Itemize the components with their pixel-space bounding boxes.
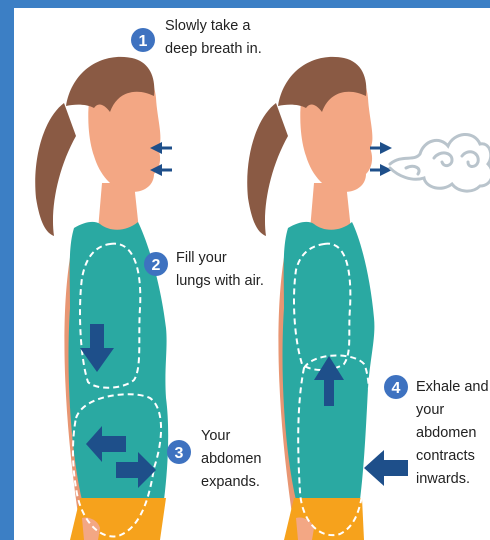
step-2-text: Fill your lungs with air. bbox=[176, 250, 264, 289]
step-4-badge: 4 bbox=[384, 375, 408, 399]
woman-exhaling-figure bbox=[247, 57, 374, 540]
arrow-left-icon bbox=[364, 450, 408, 486]
step-2-badge: 2 bbox=[144, 252, 168, 276]
svg-text:Exhale and: Exhale and bbox=[416, 379, 489, 395]
svg-text:Fill your: Fill your bbox=[176, 250, 227, 266]
svg-text:expands.: expands. bbox=[201, 474, 260, 490]
breathing-infographic: 1 2 3 4 Slowly take a deep breath in. Fi… bbox=[14, 8, 490, 540]
svg-text:4: 4 bbox=[392, 380, 401, 397]
step-1-badge: 1 bbox=[131, 28, 155, 52]
breath-cloud-icon bbox=[390, 134, 490, 191]
svg-text:abdomen: abdomen bbox=[416, 425, 476, 441]
svg-text:inwards.: inwards. bbox=[416, 471, 470, 487]
arrows-right-icon bbox=[370, 148, 386, 170]
svg-text:your: your bbox=[416, 402, 444, 418]
svg-text:3: 3 bbox=[175, 445, 184, 462]
step-4-text: Exhale and your abdomen contracts inward… bbox=[416, 379, 489, 487]
svg-text:Slowly take a: Slowly take a bbox=[165, 18, 251, 34]
svg-text:1: 1 bbox=[139, 33, 148, 50]
diagram-canvas: 1 2 3 4 Slowly take a deep breath in. Fi… bbox=[14, 8, 490, 540]
svg-text:abdomen: abdomen bbox=[201, 451, 261, 467]
svg-text:deep breath in.: deep breath in. bbox=[165, 41, 262, 57]
step-1-text: Slowly take a deep breath in. bbox=[165, 18, 262, 57]
svg-text:2: 2 bbox=[152, 257, 161, 274]
ponytail bbox=[247, 103, 288, 236]
ponytail bbox=[35, 103, 76, 236]
svg-text:contracts: contracts bbox=[416, 448, 475, 464]
step-3-badge: 3 bbox=[167, 440, 191, 464]
svg-text:Your: Your bbox=[201, 428, 230, 444]
svg-text:lungs with air.: lungs with air. bbox=[176, 273, 264, 289]
step-3-text: Your abdomen expands. bbox=[201, 428, 261, 490]
